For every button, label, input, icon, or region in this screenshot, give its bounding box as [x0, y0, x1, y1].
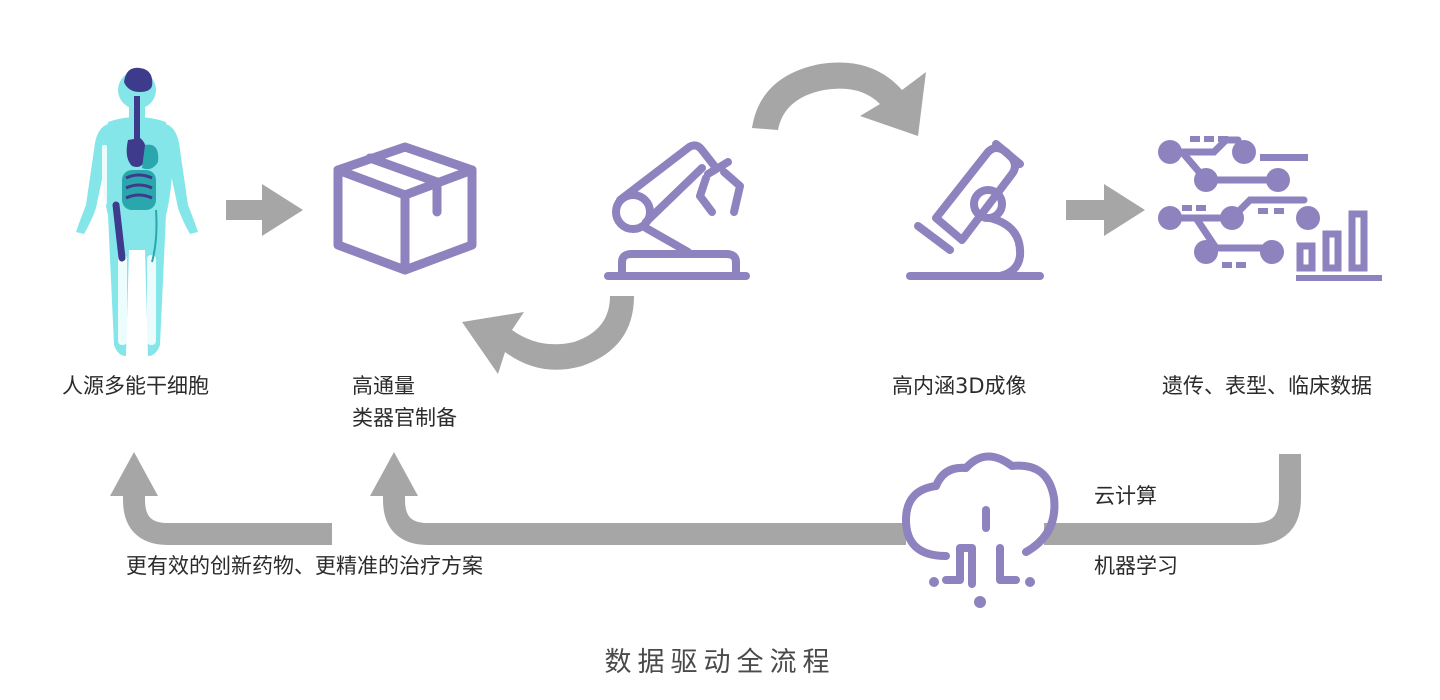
- microscope-icon: [906, 140, 1044, 280]
- diagram-caption: 数据驱动全流程: [604, 647, 836, 678]
- cloud-dots: [929, 577, 1035, 608]
- label-machine-learning: 机器学习: [1094, 554, 1178, 578]
- label-stem-cells: 人源多能干细胞: [62, 374, 209, 398]
- data-network-chart-icon: [1158, 136, 1382, 281]
- arrow-up-middle: [370, 452, 418, 496]
- arrow-right-1: [226, 184, 303, 236]
- label-outcome: 更有效的创新药物、更精准的治疗方案: [126, 554, 483, 578]
- cloud-computing-icon: [902, 452, 1059, 588]
- robot-arm-icon: [604, 141, 750, 280]
- curved-arrow-forward: [752, 62, 926, 136]
- label-imaging: 高内涵3D成像: [892, 374, 1027, 398]
- feedback-loop-path: [123, 454, 1301, 545]
- label-organoid-line2: 类器官制备: [352, 406, 457, 430]
- box-icon: [333, 142, 477, 275]
- label-data: 遗传、表型、临床数据: [1162, 374, 1372, 398]
- label-cloud-computing: 云计算: [1094, 484, 1157, 508]
- curved-arrow-back: [462, 296, 634, 374]
- label-organoid-line1: 高通量: [352, 374, 415, 398]
- human-body-icon: [76, 67, 198, 356]
- arrow-right-2: [1066, 184, 1145, 236]
- arrow-up-left: [110, 452, 158, 496]
